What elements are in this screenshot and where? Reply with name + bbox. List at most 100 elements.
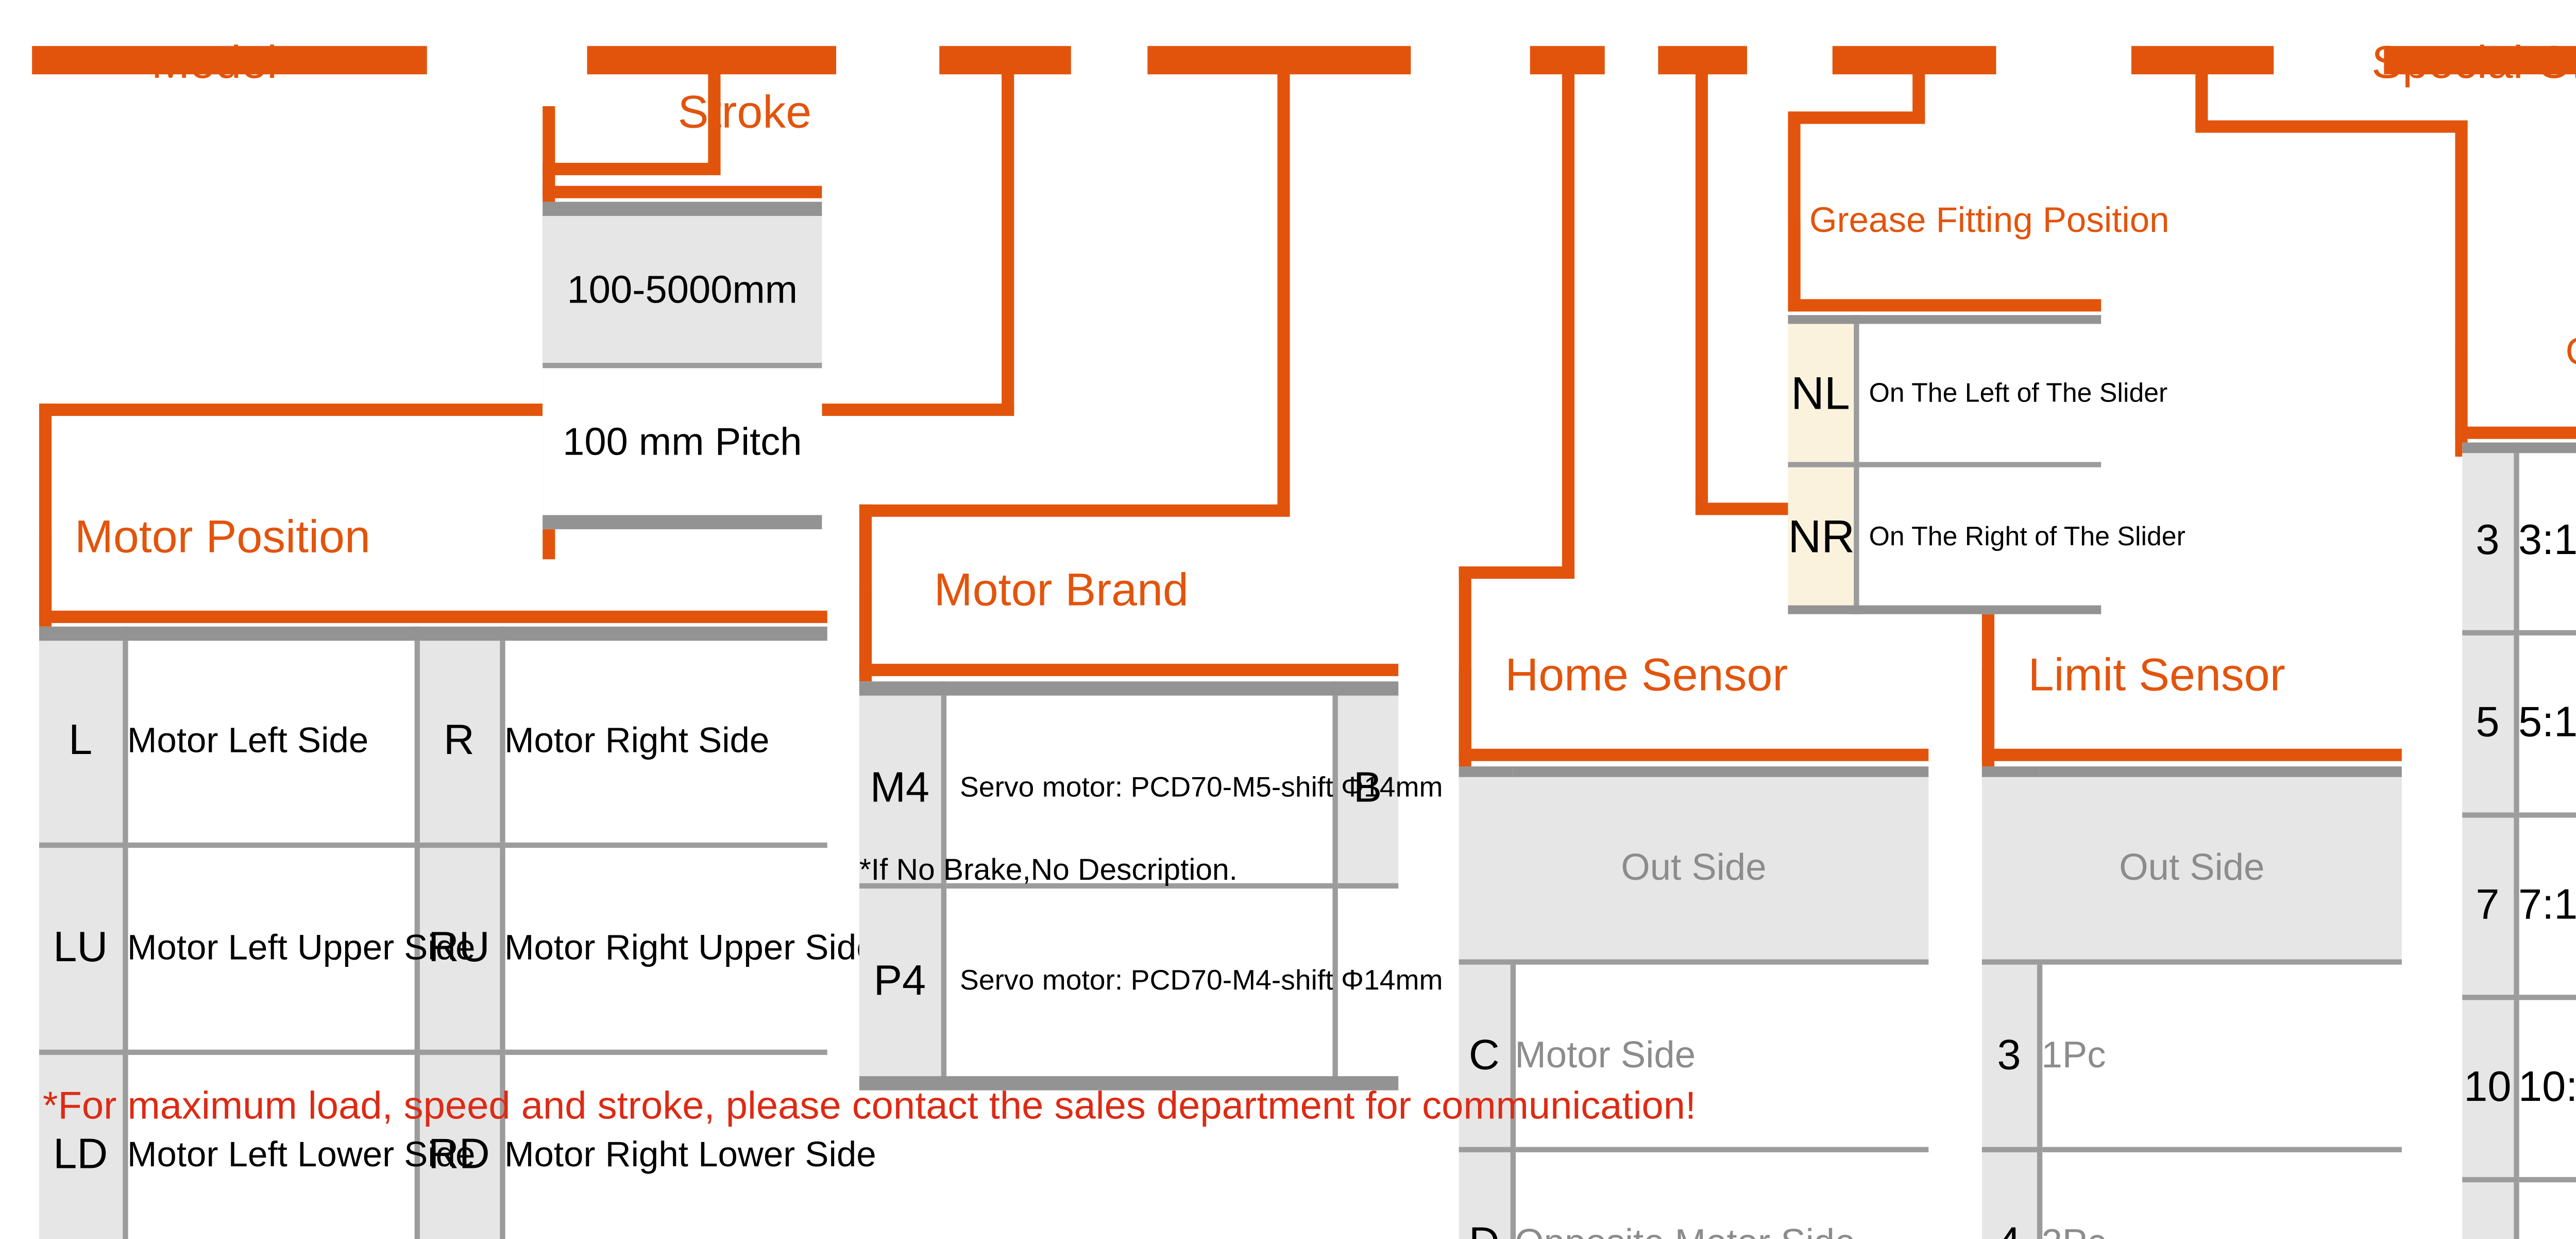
gearbox-code: 10 bbox=[2462, 995, 2516, 1183]
motor-position-table: L Motor Left Side R Motor Right Side LU … bbox=[39, 626, 876, 1239]
home-sensor-title: Home Sensor bbox=[1505, 647, 1788, 701]
home-sensor-desc-cell: Motor Side bbox=[1510, 959, 1929, 1152]
gearbox-desc: None Gearbox Type bbox=[2513, 1177, 2576, 1239]
grease-fitting-rows: NL On The Left of The Slider NR On The R… bbox=[1788, 316, 2185, 613]
motor-brand-rows: M4 Servo motor: PCD70-M5-shift Φ14mm B P… bbox=[859, 685, 1443, 1086]
motor-position-code: RU bbox=[413, 842, 502, 1055]
table-row: Out Side bbox=[1981, 769, 2402, 965]
motor-position-code: R bbox=[413, 631, 502, 848]
table-row: D Opposite Motor Side bbox=[1459, 1147, 1929, 1239]
section-motor-position-bracket: Motor Position bbox=[39, 510, 827, 623]
home-sensor-bracket-bottom bbox=[1459, 748, 1929, 761]
grease-fitting-table: NL On The Left of The Slider NR On The R… bbox=[1788, 315, 2185, 614]
special-order-title: Special Order No. bbox=[2371, 35, 2576, 89]
table-row: 100 mm Pitch bbox=[543, 363, 822, 525]
connector-stroke-v1 bbox=[708, 63, 721, 174]
section-limit-sensor-bracket: Limit Sensor bbox=[1981, 648, 2402, 761]
table-row: 3 1Pc bbox=[1981, 959, 2402, 1152]
motor-brand-brake bbox=[1331, 883, 1399, 1086]
section-gearbox-bracket: Gearbox Ratio bbox=[2455, 329, 2576, 439]
motor-position-code: LU bbox=[39, 842, 125, 1055]
grease-title: Grease Fitting Position bbox=[1809, 202, 2170, 241]
motor-position-desc: Motor Left Side bbox=[122, 631, 417, 848]
table-row: LU Motor Left Upper Side RU Motor Right … bbox=[39, 842, 876, 1055]
stroke-pitch-cell: 100 mm Pitch bbox=[543, 363, 822, 525]
limit-sensor-desc: 1Pc bbox=[2041, 1034, 2106, 1076]
connector-limit-sensor-v1 bbox=[1695, 63, 1708, 512]
connector-grease-v1 bbox=[1912, 63, 1925, 121]
table-row: L Motor Left Side R Motor Right Side bbox=[39, 631, 827, 848]
limit-sensor-rows: Out Side 3 1Pc 4 2Pc SENSOR No Sensor bbox=[1981, 769, 2402, 1239]
limit-sensor-desc: Out Side bbox=[2119, 847, 2265, 888]
limit-sensor-bracket-bottom bbox=[1981, 748, 2402, 761]
connector-gearbox-h1 bbox=[2195, 120, 2468, 133]
connector-motor-position-v1 bbox=[1002, 63, 1014, 413]
motor-position-rows: L Motor Left Side R Motor Right Side LU … bbox=[39, 631, 876, 1239]
stroke-range-cell: 100-5000mm bbox=[543, 206, 822, 369]
motor-position-bracket-left bbox=[39, 531, 52, 623]
connector-stroke-h1 bbox=[543, 162, 721, 175]
grease-bracket-bottom bbox=[1788, 299, 2102, 312]
home-sensor-table: Out Side C Motor Side D Opposite Motor S… bbox=[1459, 766, 1929, 1239]
motor-position-code: LD bbox=[39, 1049, 125, 1239]
home-sensor-desc-cell: Opposite Motor Side bbox=[1510, 1147, 1929, 1239]
connector-grease-h1 bbox=[1788, 111, 1925, 124]
table-row: Out Side bbox=[1459, 769, 1929, 965]
connector-motor-brand-v1 bbox=[1277, 63, 1290, 513]
home-sensor-desc: Out Side bbox=[1621, 847, 1767, 888]
motor-position-code: RD bbox=[413, 1049, 502, 1239]
connector-motor-position-h1 bbox=[39, 404, 1014, 416]
table-row: NL On The Left of The Slider bbox=[1788, 316, 2167, 467]
gearbox-bracket-bottom bbox=[2455, 426, 2576, 439]
table-row: 4 2Pc bbox=[1981, 1147, 2402, 1239]
gearbox-bracket-left bbox=[2455, 347, 2468, 439]
motor-brand-footnote: *If No Brake,No Description. bbox=[859, 853, 1238, 887]
gearbox-desc: 3:1 bbox=[2513, 445, 2576, 635]
limit-sensor-title: Limit Sensor bbox=[2028, 647, 2285, 701]
connector-gearbox-v1 bbox=[2195, 63, 2208, 128]
section-stroke-bracket: Stroke bbox=[543, 85, 822, 198]
motor-position-desc: Motor Right Side bbox=[499, 631, 827, 848]
section-motor-brand-bracket: Motor Brand bbox=[859, 563, 1399, 676]
motor-brand-desc: Servo motor: PCD70-M5-shift Φ14mm bbox=[940, 685, 1443, 889]
footer-warning-note: *For maximum load, speed and stroke, ple… bbox=[42, 1083, 1697, 1128]
motor-brand-title: Motor Brand bbox=[934, 563, 1189, 616]
grease-code: NR bbox=[1788, 462, 1856, 613]
limit-sensor-bracket-left bbox=[1981, 669, 1995, 761]
home-sensor-bracket-left bbox=[1459, 669, 1471, 761]
home-sensor-desc: Motor Side bbox=[1515, 1034, 1696, 1076]
motor-brand-brake: B bbox=[1331, 685, 1399, 889]
table-row: 7 7:1 bbox=[2462, 812, 2576, 1000]
home-sensor-desc: Opposite Motor Side bbox=[1515, 1222, 1855, 1239]
section-grease-bracket: Grease Fitting Position bbox=[1788, 202, 2170, 312]
gearbox-desc: 10:1 bbox=[2513, 995, 2576, 1183]
gearbox-ratio-table: 3 3:1 5 5:1 7 7:1 10 10:1 N None Gearbox… bbox=[2462, 442, 2576, 1239]
table-row: M4 Servo motor: PCD70-M5-shift Φ14mm B bbox=[859, 685, 1443, 889]
home-sensor-outside-row: Out Side bbox=[1459, 769, 1929, 965]
motor-position-bracket-bottom bbox=[39, 610, 827, 623]
grease-desc: On The Left of The Slider bbox=[1853, 316, 2167, 467]
gearbox-code: 5 bbox=[2462, 630, 2516, 818]
model-title: Model bbox=[151, 35, 278, 89]
motor-position-desc: Motor Right Upper Side bbox=[499, 842, 876, 1055]
code-dash-model bbox=[32, 46, 427, 75]
table-row: LD Motor Left Lower Side RD Motor Right … bbox=[39, 1049, 876, 1239]
stroke-title: Stroke bbox=[677, 85, 812, 138]
gearbox-code: 3 bbox=[2462, 445, 2516, 635]
table-row: N None Gearbox Type bbox=[2462, 1177, 2576, 1239]
gearbox-desc: 7:1 bbox=[2513, 812, 2576, 1000]
gearbox-ratio-rows: 3 3:1 5 5:1 7 7:1 10 10:1 N None Gearbox… bbox=[2462, 445, 2576, 1239]
motor-position-title: Motor Position bbox=[75, 510, 370, 563]
limit-sensor-desc-cell: 2Pc bbox=[2036, 1147, 2402, 1239]
limit-sensor-table: Out Side 3 1Pc 4 2Pc SENSOR No Sensor bbox=[1981, 766, 2402, 1239]
gearbox-code: 7 bbox=[2462, 812, 2516, 1000]
code-dash-special-order bbox=[2384, 46, 2576, 75]
motor-brand-bracket-bottom bbox=[859, 663, 1399, 676]
motor-position-code: L bbox=[39, 631, 125, 848]
table-row: C Motor Side bbox=[1459, 959, 1929, 1152]
connector-home-sensor-v1 bbox=[1562, 63, 1575, 577]
motor-brand-code: M4 bbox=[859, 685, 943, 889]
connector-home-sensor-h1 bbox=[1459, 566, 1575, 579]
table-row: P4 Servo motor: PCD70-M4-shift Φ14mm bbox=[859, 883, 1443, 1086]
